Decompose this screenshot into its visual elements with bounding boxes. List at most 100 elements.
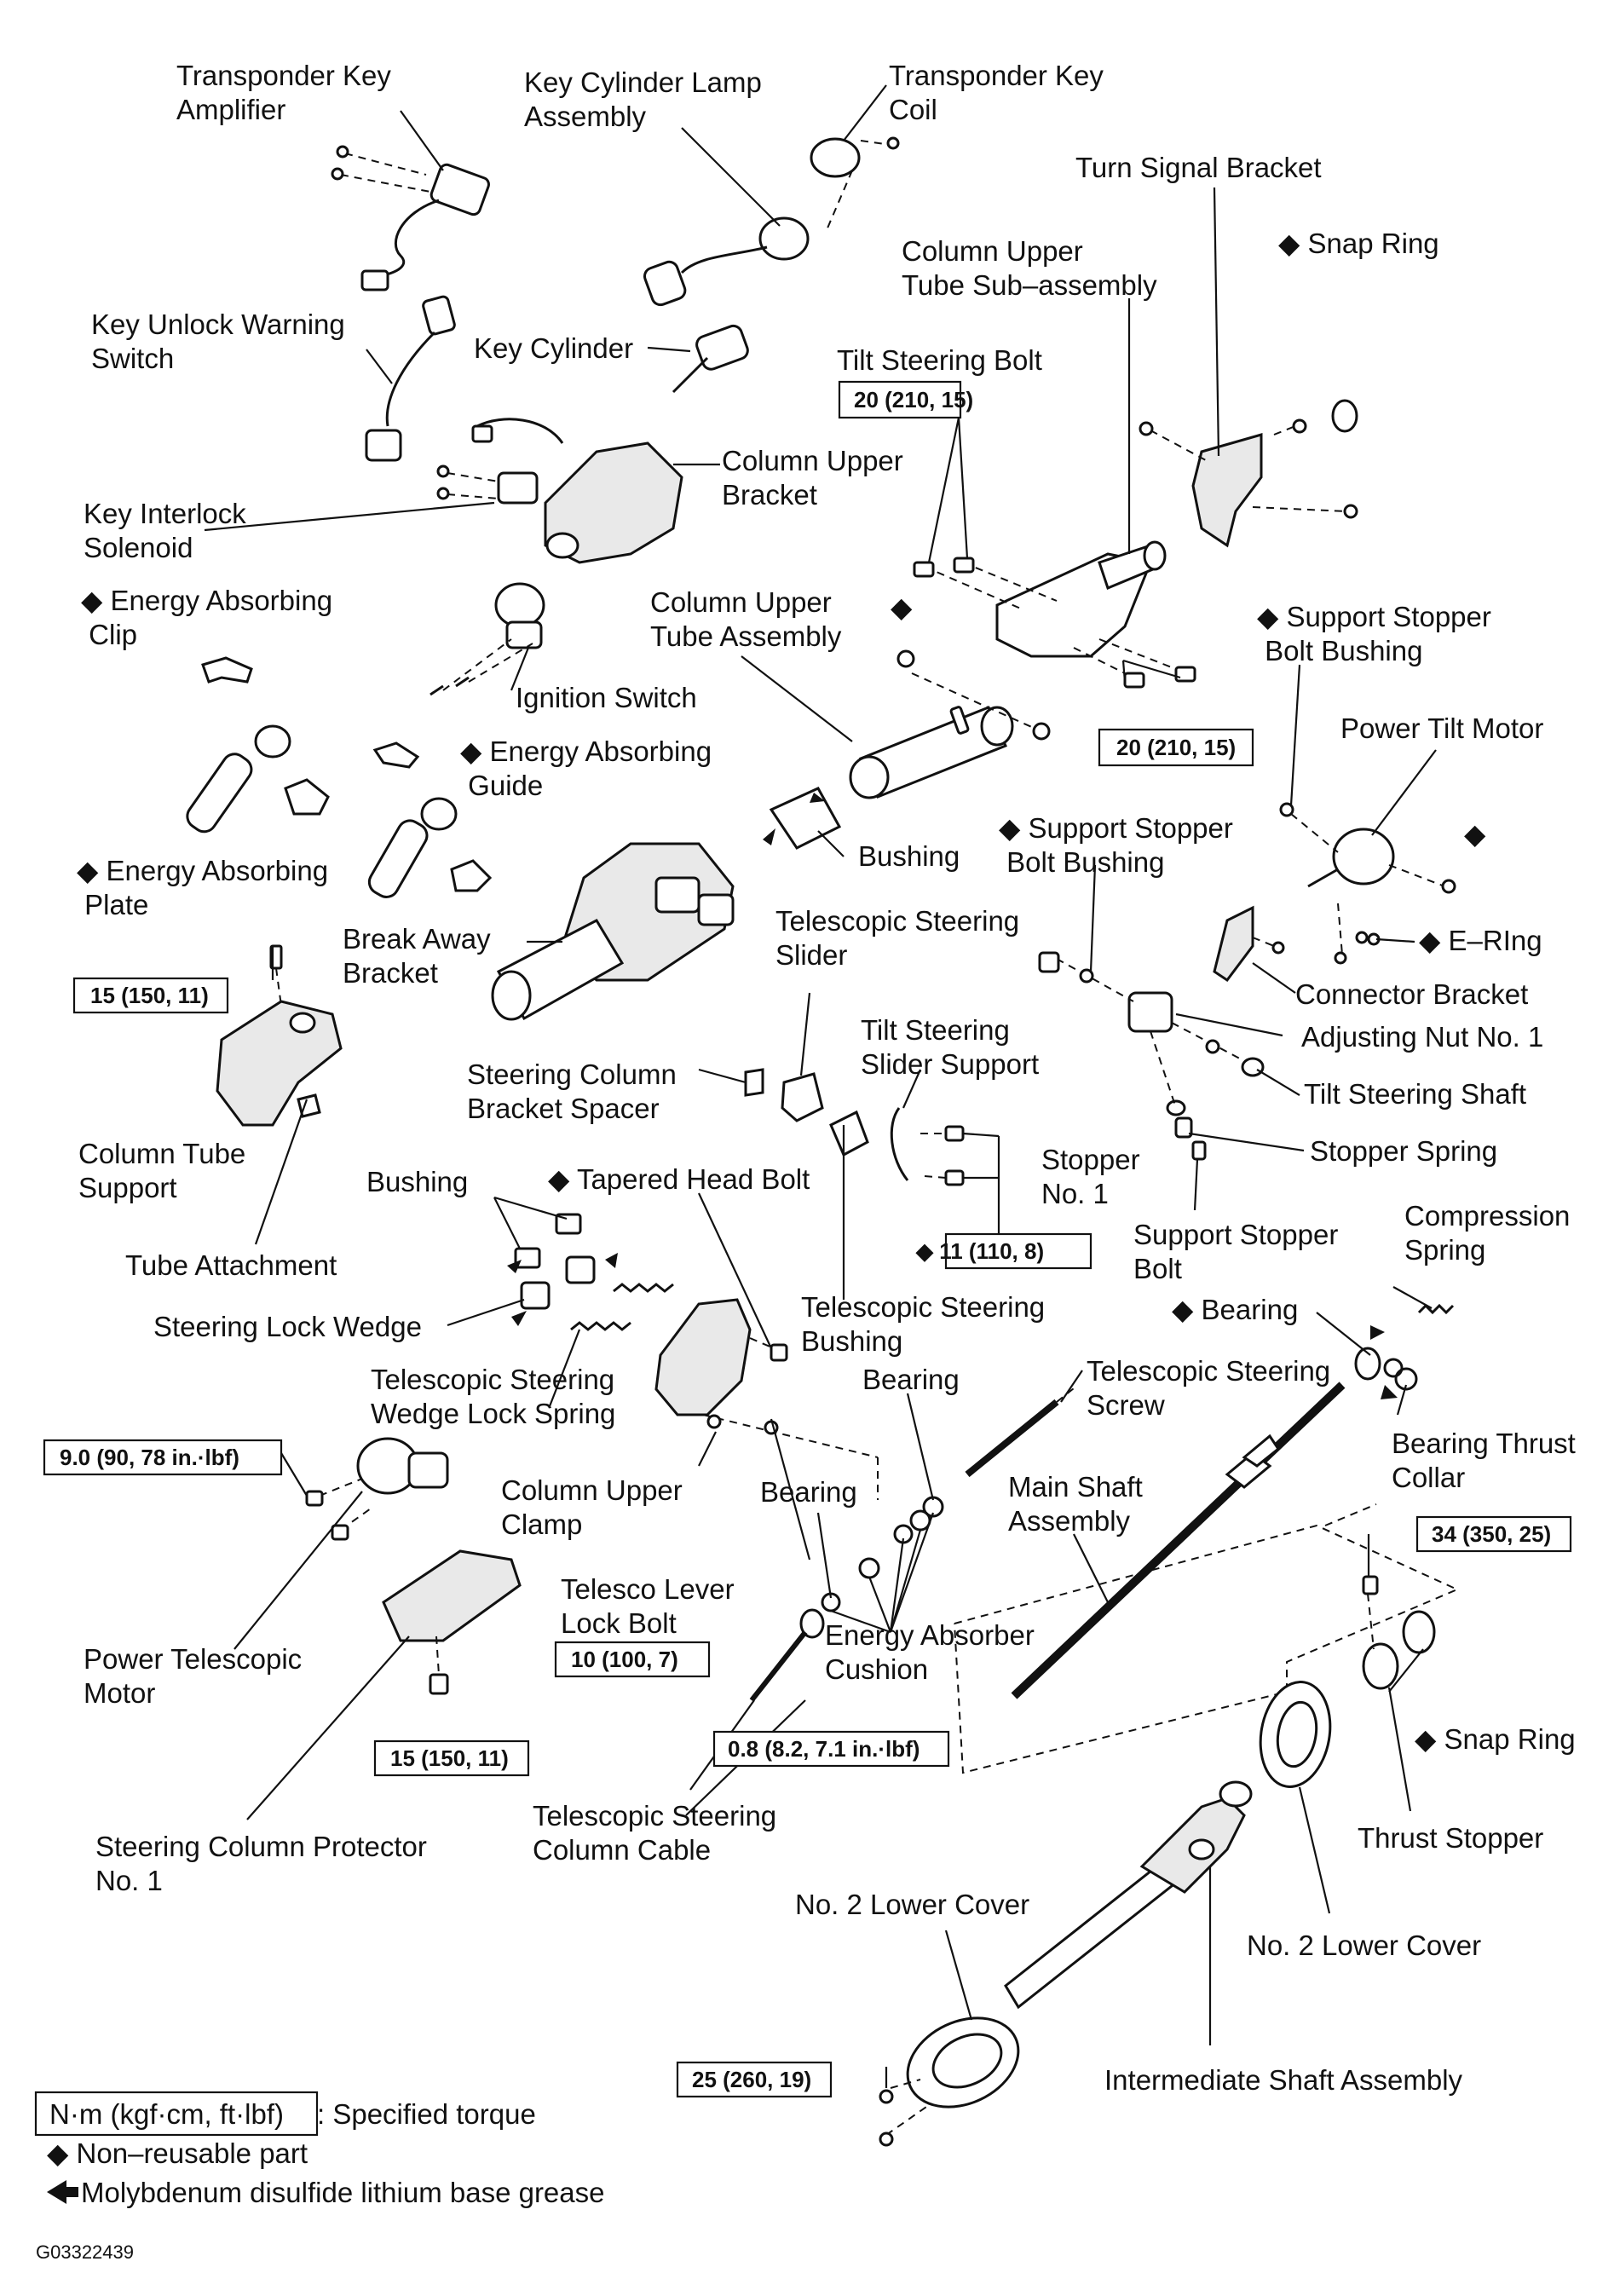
power-tilt-motor-part <box>1279 802 1456 965</box>
bushing-lower-parts <box>514 1213 674 1331</box>
snap-ring-top-part <box>1331 399 1358 433</box>
svg-text:20 (210, 15): 20 (210, 15) <box>854 387 973 412</box>
key-cylinder-part <box>672 324 749 394</box>
leader-lines <box>204 84 1437 2088</box>
svg-text:15 (150, 11): 15 (150, 11) <box>90 983 209 1008</box>
svg-text:25 (260, 19): 25 (260, 19) <box>692 2067 811 2092</box>
adjusting-nut-part <box>1038 951 1265 1161</box>
key-cylinder-lamp-part <box>643 136 900 307</box>
label-support-stopper-bolt-bushing-right: ◆ Support Stopper Bolt Bushing <box>1257 601 1491 666</box>
torque-box-power-telescopic-motor: 9.0 (90, 78 in.·lbf) <box>43 1439 283 1476</box>
label-power-tilt-motor: Power Tilt Motor <box>1340 712 1543 744</box>
label-bushing-lower: Bushing <box>366 1166 468 1197</box>
no2-lower-cover-left-part <box>879 2016 1020 2147</box>
torque-box-tilt-bolt-upper: 20 (210, 15) <box>838 380 973 419</box>
telescopic-steering-screw-part <box>965 1384 1079 1478</box>
key-unlock-warning-switch-part <box>365 295 456 462</box>
svg-text:: Specified torque: : Specified torque <box>317 2098 536 2130</box>
telescopic-steering-slider-part <box>744 1068 824 1122</box>
label-intermediate-shaft-assembly: Intermediate Shaft Assembly <box>1104 2064 1463 2096</box>
turn-signal-bracket-part <box>1139 418 1358 548</box>
bushing-upper-part <box>769 787 842 850</box>
svg-text:Molybdenum disulfide lithium b: Molybdenum disulfide lithium base grease <box>81 2177 605 2208</box>
svg-text:20 (210, 15): 20 (210, 15) <box>1116 735 1236 760</box>
svg-text:9.0 (90, 78 in.·lbf): 9.0 (90, 78 in.·lbf) <box>60 1445 239 1470</box>
torque-box-cable: 0.8 (8.2, 7.1 in.·lbf) <box>712 1730 950 1768</box>
torque-box-protector: 15 (150, 11) <box>373 1739 530 1777</box>
break-away-bracket-part <box>491 842 735 1021</box>
thrust-stopper-part <box>1362 1575 1436 1690</box>
legend-torque: N·m (kgf·cm, ft·lbf) : Specified torque <box>34 2091 536 2137</box>
label-tilt-steering-shaft: Tilt Steering Shaft <box>1304 1078 1526 1110</box>
steering-column-protector-part <box>382 1549 522 1695</box>
torque-box-slider-support: ◆ 11 (110, 8) <box>915 1232 1092 1270</box>
column-upper-clamp-part <box>654 1298 879 1500</box>
column-upper-tube-part <box>849 649 1051 799</box>
bearing-parts <box>799 1496 944 1639</box>
svg-text:◆ 11 (110, 8): ◆ 11 (110, 8) <box>915 1238 1044 1264</box>
torque-box-column-tube-support: 15 (150, 11) <box>72 977 229 1014</box>
telescopic-column-cable-part <box>749 1630 808 1702</box>
label-adjusting-nut-no1: Adjusting Nut No. 1 <box>1301 1021 1543 1053</box>
diagram-id: G03322439 <box>36 2241 134 2263</box>
label-bearing-upper: ◆ Bearing <box>1172 1294 1298 1325</box>
label-turn-signal-bracket: Turn Signal Bracket <box>1075 152 1322 183</box>
parts-artwork <box>186 136 1460 2147</box>
torque-specs: 20 (210, 15) 20 (210, 15) 15 (150, 11) ◆… <box>43 380 1572 2098</box>
label-tube-attachment: Tube Attachment <box>125 1249 337 1281</box>
label-energy-absorbing-plate: ◆ Energy Absorbing Plate <box>77 855 328 920</box>
column-upper-tube-sub-assembly-part <box>913 540 1196 689</box>
legend-nonreusable: ◆ Non–reusable part <box>47 2137 308 2169</box>
svg-text:0.8 (8.2, 7.1 in.·lbf): 0.8 (8.2, 7.1 in.·lbf) <box>728 1736 920 1762</box>
shaft-group-dashed-outline <box>954 1503 1460 1774</box>
label-tilt-steering-bolt: Tilt Steering Bolt <box>837 344 1042 376</box>
grease-arrows <box>507 793 1398 1399</box>
svg-text:10 (100, 7): 10 (100, 7) <box>571 1647 678 1672</box>
power-telescopic-motor-part <box>305 1437 449 1541</box>
torque-box-tilt-bolt-lower: 20 (210, 15) <box>1098 728 1254 767</box>
label-nonreusable-marker-tube: ◆ <box>891 591 913 623</box>
label-connector-bracket: Connector Bracket <box>1295 978 1528 1010</box>
label-no2-lower-cover-left: No. 2 Lower Cover <box>795 1889 1029 1920</box>
label-tapered-head-bolt: ◆ Tapered Head Bolt <box>548 1163 810 1195</box>
energy-absorbing-clip-part <box>201 656 253 684</box>
label-steering-lock-wedge: Steering Lock Wedge <box>153 1311 422 1342</box>
legend: N·m (kgf·cm, ft·lbf) : Specified torque … <box>34 2091 605 2263</box>
label-snap-ring-lower: ◆ Snap Ring <box>1415 1723 1576 1755</box>
tilt-steering-slider-support-part <box>890 1107 965 1186</box>
svg-text:34 (350, 25): 34 (350, 25) <box>1432 1521 1551 1547</box>
no2-lower-cover-right-part <box>1259 1681 1332 1788</box>
label-energy-absorbing-clip: ◆ Energy Absorbing Clip <box>81 585 332 650</box>
label-thrust-stopper: Thrust Stopper <box>1358 1822 1543 1854</box>
torque-box-lower-cover: 25 (260, 19) <box>676 2061 833 2098</box>
torque-box-shaft-bolt: 34 (350, 25) <box>1415 1515 1572 1553</box>
label-e-ring: ◆ E–RIng <box>1419 925 1542 956</box>
label-key-cylinder: Key Cylinder <box>474 332 633 364</box>
energy-absorbing-guide-part <box>367 741 493 898</box>
